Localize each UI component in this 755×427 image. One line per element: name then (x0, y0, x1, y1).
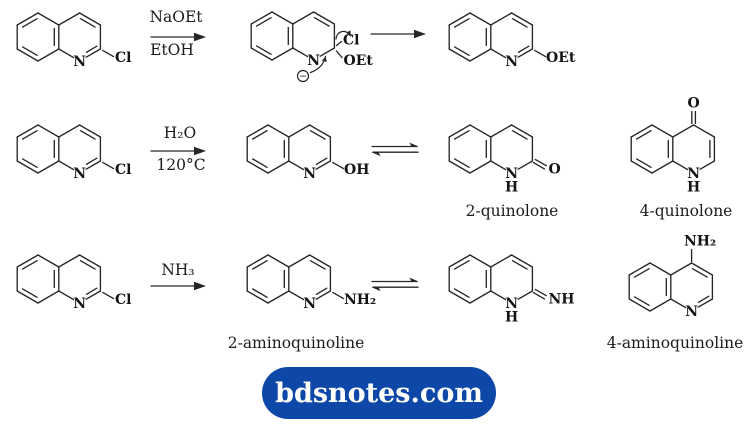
atom-label-oet: OEt (546, 50, 576, 66)
brand-button[interactable]: bdsnotes.com (262, 367, 496, 419)
atom-label-cl: Cl (115, 292, 131, 308)
reagent-etoh: EtOH (150, 41, 194, 59)
structure-2-iminoquinoline: N H NH (448, 254, 575, 326)
reaction-arrow-3 (150, 281, 206, 291)
atom-label-nh2: NH₂ (684, 234, 716, 250)
reaction-arrow-2 (150, 146, 206, 156)
atom-label-n: N (73, 166, 86, 182)
reagent-120c: 120°C (156, 156, 206, 174)
caption-2-quinolone: 2-quinolone (465, 202, 559, 220)
structure-2-aminoquinoline: N NH₂ (246, 254, 376, 312)
atom-label-n: N (505, 296, 518, 312)
atom-label-h: H (505, 310, 518, 326)
atom-label-h: H (505, 180, 518, 196)
reagent-h2o: H₂O (163, 124, 197, 142)
atom-label-n: N (505, 166, 518, 182)
reagent-naoet: NaOEt (149, 8, 203, 26)
reaction-arrow-1 (150, 32, 206, 42)
structure-2-ethoxyquinoline: N OEt (448, 12, 576, 70)
atom-label-n: N (307, 53, 320, 69)
equilibrium-arrow-2 (371, 277, 419, 292)
structure-2-chloroquinoline-2: N Cl (16, 124, 131, 182)
atom-label-n: N (685, 304, 698, 320)
reagent-nh3: NH₃ (161, 261, 195, 279)
atom-label-nh: NH (549, 292, 575, 308)
atom-label-n: N (303, 296, 316, 312)
atom-label-h: H (687, 179, 700, 195)
structure-2-chloroquinoline-1: N Cl (16, 12, 131, 70)
atom-label-n: N (73, 296, 86, 312)
atom-label-cl: Cl (115, 162, 131, 178)
atom-label-n: N (687, 166, 700, 182)
atom-label-n: N (505, 54, 518, 70)
atom-label-cl: Cl (343, 33, 359, 49)
atom-label-o: O (687, 96, 699, 112)
atom-label-n: N (73, 54, 86, 70)
product-arrow-1 (370, 29, 426, 39)
caption-4-aminoquinoline: 4-aminoquinoline (606, 334, 744, 352)
structure-4-quinolone: O N H (630, 96, 716, 195)
atom-label-nh2: NH₂ (344, 292, 376, 308)
structure-meisenheimer-intermediate: − N Cl OEt (250, 11, 374, 83)
caption-4-quinolone: 4-quinolone (639, 202, 733, 220)
minus-charge: − (299, 71, 307, 82)
atom-label-n: N (303, 166, 316, 182)
structure-2-quinolone: N H O (448, 124, 561, 196)
atom-label-oet: OEt (344, 53, 374, 69)
atom-label-o: O (549, 162, 561, 178)
structure-4-aminoquinoline: NH₂ N (628, 234, 716, 320)
negative-charge-circle (296, 69, 310, 83)
structure-2-quinolinol: N OH (246, 124, 369, 182)
caption-2-aminoquinoline: 2-aminoquinoline (227, 334, 365, 352)
atom-label-cl: Cl (115, 50, 131, 66)
atom-label-oh: OH (344, 162, 369, 178)
structure-2-chloroquinoline-3: N Cl (16, 254, 131, 312)
equilibrium-arrow-1 (371, 142, 419, 157)
